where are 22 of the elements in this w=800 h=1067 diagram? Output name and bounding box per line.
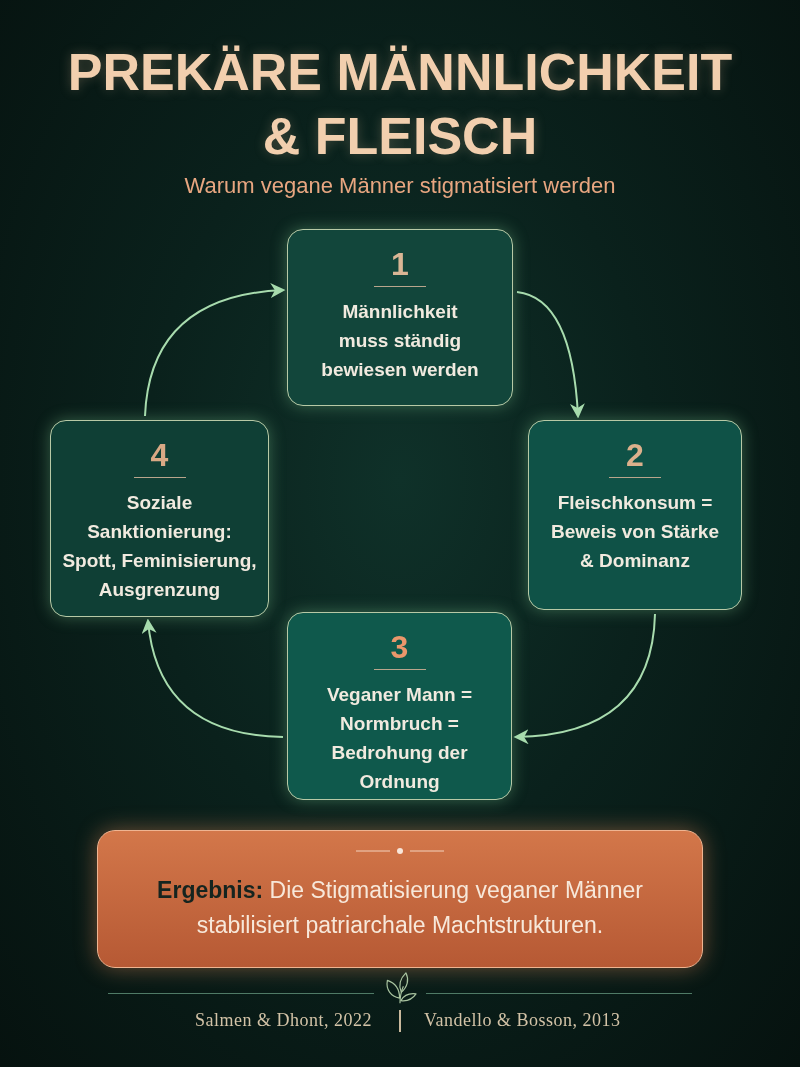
step-box	[528, 420, 742, 610]
step-number: 4	[150, 437, 169, 473]
step-text: Soziale Sanktionierung: Spott, Feminisierung, Ausgrenzung	[61, 491, 258, 602]
curved-arrow	[516, 291, 585, 419]
title: PREKÄRE MÄNNLICHKEIT & FLEISCH	[66, 42, 734, 167]
step-number: 3	[390, 629, 409, 665]
result-text: Ergebnis: Die Stigmatisierung veganer Männer stabilisiert patriarchale Machtstrukturen.	[156, 876, 644, 940]
subtitle: Warum vegane Männer stigmatisiert werden	[183, 172, 617, 200]
step-box	[50, 420, 269, 617]
curved-arrow	[142, 618, 284, 738]
result-box	[97, 830, 703, 968]
step-number: 1	[391, 246, 409, 282]
citation: Vandello & Bosson, 2013	[424, 1009, 622, 1032]
step-box	[287, 229, 513, 406]
curved-arrow	[513, 613, 656, 744]
citation: Salmen & Dhont, 2022	[194, 1009, 372, 1032]
step-text: Fleischkonsum = Beweis von Stärke & Dominanz	[550, 491, 720, 573]
curved-arrow	[144, 283, 286, 417]
step-number: 2	[626, 437, 644, 473]
step-text: Männlichkeit muss ständig bewiesen werden	[320, 300, 480, 382]
step-text: Veganer Mann = Normbruch = Bedrohung der Ordnung	[325, 683, 474, 794]
step-box	[287, 612, 512, 800]
